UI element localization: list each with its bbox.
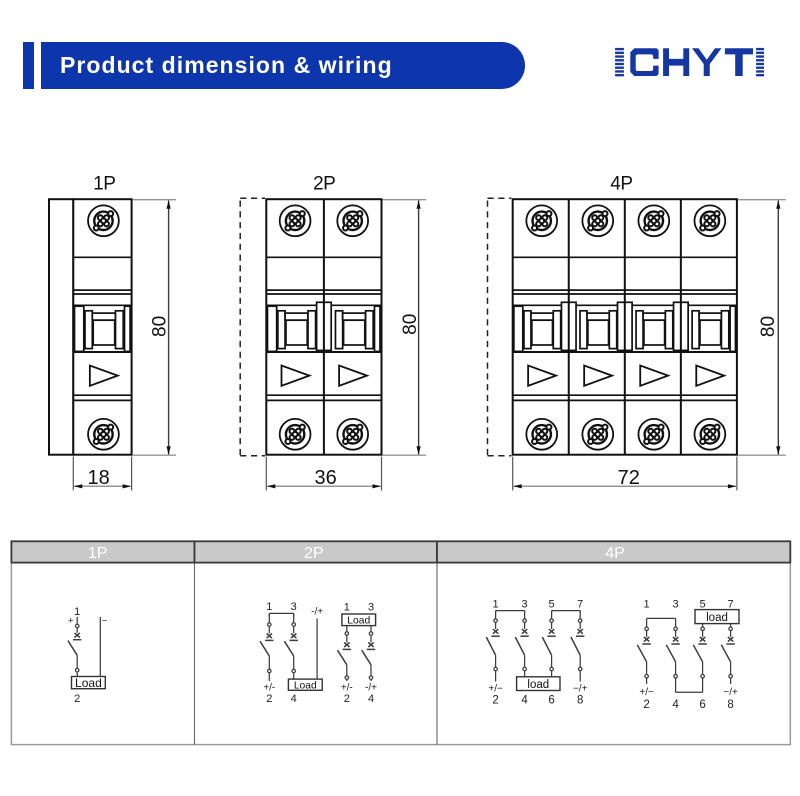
svg-text:−/+: −/+ (723, 687, 738, 698)
svg-text:4: 4 (291, 693, 297, 705)
svg-text:8: 8 (577, 694, 583, 706)
svg-text:2: 2 (266, 693, 272, 705)
svg-text:72: 72 (618, 467, 640, 489)
svg-text:Load: Load (75, 676, 102, 690)
svg-text:5: 5 (549, 599, 555, 611)
svg-text:6: 6 (548, 694, 554, 706)
svg-text:Load: Load (347, 616, 370, 627)
svg-text:2P: 2P (304, 545, 324, 562)
svg-text:+/−: +/− (639, 687, 654, 698)
svg-text:-/+: -/+ (365, 682, 377, 693)
svg-text:4: 4 (672, 699, 679, 711)
svg-text:−/+: −/+ (573, 684, 588, 695)
svg-text:3: 3 (522, 599, 528, 611)
svg-text:+/−: +/− (488, 684, 503, 695)
svg-text:80: 80 (150, 316, 171, 337)
svg-text:1: 1 (74, 606, 80, 618)
svg-text:2: 2 (643, 699, 649, 711)
svg-text:4: 4 (368, 693, 374, 705)
svg-text:18: 18 (87, 467, 109, 489)
svg-text:4P: 4P (610, 173, 632, 194)
svg-text:1P: 1P (88, 545, 108, 562)
svg-text:1P: 1P (93, 173, 115, 194)
svg-text:2P: 2P (313, 173, 335, 194)
svg-text:3: 3 (673, 599, 679, 611)
svg-text:+/-: +/- (263, 682, 275, 693)
svg-text:6: 6 (699, 699, 705, 711)
svg-text:4: 4 (521, 694, 528, 706)
svg-text:1: 1 (493, 599, 499, 611)
svg-text:4P: 4P (605, 545, 625, 562)
svg-text:1: 1 (644, 599, 650, 611)
svg-text:36: 36 (314, 467, 336, 489)
svg-text:1: 1 (266, 601, 272, 613)
svg-text:+: + (68, 616, 74, 627)
svg-text:−: − (102, 615, 108, 626)
svg-text:Load: Load (294, 680, 317, 691)
svg-text:7: 7 (728, 599, 734, 611)
svg-text:3: 3 (368, 602, 374, 614)
svg-text:-/+: -/+ (311, 607, 323, 618)
svg-text:80: 80 (758, 316, 779, 337)
svg-text:load: load (527, 679, 549, 691)
svg-text:7: 7 (577, 599, 583, 611)
svg-text:8: 8 (727, 699, 733, 711)
svg-text:80: 80 (400, 314, 421, 335)
svg-text:3: 3 (291, 601, 297, 613)
svg-text:1: 1 (344, 602, 350, 614)
svg-text:2: 2 (344, 693, 350, 705)
svg-text:5: 5 (700, 599, 706, 611)
svg-text:2: 2 (492, 694, 498, 706)
svg-text:2: 2 (74, 693, 80, 705)
svg-text:load: load (706, 612, 728, 624)
svg-text:+/-: +/- (341, 682, 353, 693)
